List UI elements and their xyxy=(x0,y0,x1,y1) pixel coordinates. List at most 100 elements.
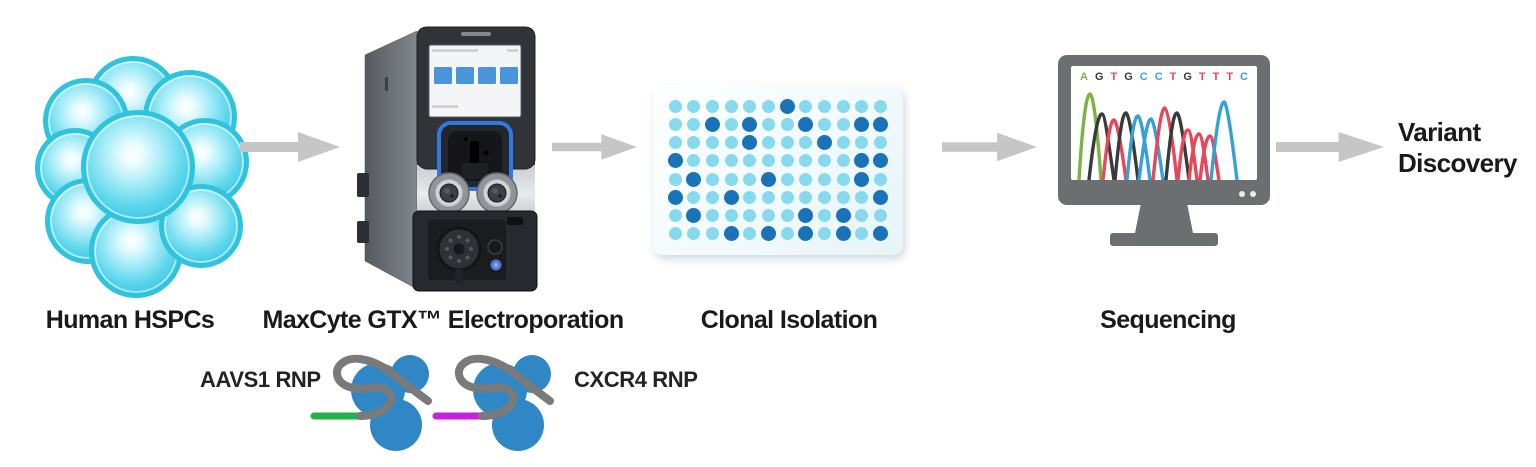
plate-well xyxy=(706,136,720,150)
step-label-hspcs: Human HSPCs xyxy=(45,306,215,334)
chromatogram-base-letter: T xyxy=(1226,71,1234,83)
device-side-vent xyxy=(385,77,388,91)
device-connector-right xyxy=(476,172,518,214)
device-cassette-holder xyxy=(462,163,488,179)
plate-well xyxy=(780,117,794,131)
plate-well xyxy=(687,190,701,204)
monitor-indicator-dots xyxy=(1239,191,1256,197)
plate-well xyxy=(873,189,889,205)
device-side-panel xyxy=(364,30,418,290)
plate-well xyxy=(799,190,813,204)
plate-well xyxy=(687,154,701,168)
plate-well xyxy=(836,154,850,168)
plate-well xyxy=(687,136,701,150)
hspc-cell-cluster-illustration xyxy=(35,56,249,298)
monitor-dot xyxy=(1239,191,1245,197)
device-side-tab xyxy=(357,173,369,197)
plate-well xyxy=(873,226,889,242)
plate-well xyxy=(836,136,850,150)
device-dial xyxy=(436,226,482,283)
plate-well xyxy=(761,226,777,242)
plate-well xyxy=(706,172,720,186)
plate-well xyxy=(762,136,776,150)
rnp-aavs1-illustration xyxy=(310,346,455,462)
plate-well xyxy=(835,226,851,242)
plate-well xyxy=(835,208,851,224)
plate-well xyxy=(836,117,850,131)
step-label-sequencing: Sequencing xyxy=(1100,306,1236,334)
plate-well xyxy=(743,99,757,113)
screen-button xyxy=(500,67,518,84)
rnp-label-cxcr4: CXCR4 RNP xyxy=(574,367,698,392)
monitor-dot xyxy=(1250,191,1256,197)
plate-well xyxy=(762,99,776,113)
flow-arrow-4 xyxy=(1276,132,1384,162)
plate-well xyxy=(780,172,794,186)
plate-well xyxy=(668,136,682,150)
plate-well xyxy=(686,171,702,187)
plate-well xyxy=(668,172,682,186)
well-plate xyxy=(653,85,903,255)
screen-button xyxy=(456,67,474,84)
screen-header-bar xyxy=(432,49,478,52)
plate-well xyxy=(724,99,738,113)
plate-well xyxy=(780,227,794,241)
plate-well xyxy=(836,99,850,113)
plate-well xyxy=(668,227,682,241)
plate-well xyxy=(799,99,813,113)
plate-well xyxy=(854,116,870,132)
screen-footer-bar xyxy=(432,105,458,108)
chromatogram-base-letter: G xyxy=(1124,71,1133,83)
plate-well xyxy=(743,154,757,168)
plate-well xyxy=(874,209,888,223)
rnp-cxcr4-illustration xyxy=(432,346,577,462)
screen-button xyxy=(434,67,452,84)
plate-well xyxy=(798,226,814,242)
plate-well xyxy=(724,172,738,186)
plate-well xyxy=(668,99,682,113)
plate-well xyxy=(818,99,832,113)
chromatogram-base-letter: A xyxy=(1080,71,1088,83)
plate-well xyxy=(855,136,869,150)
guide-rna xyxy=(332,354,432,420)
step-label-variant-discovery: Variant Discovery xyxy=(1398,117,1518,179)
plate-well xyxy=(855,227,869,241)
monitor-stand-neck xyxy=(1135,204,1193,233)
plate-well xyxy=(873,153,889,169)
plate-well xyxy=(706,209,720,223)
variant-line1: Variant xyxy=(1398,117,1481,147)
plate-well xyxy=(762,209,776,223)
plate-well xyxy=(780,154,794,168)
device-side-tab xyxy=(357,221,369,243)
monitor-stand-base xyxy=(1110,233,1218,246)
chromatogram-base-letter: C xyxy=(1240,71,1248,83)
plate-well xyxy=(687,117,701,131)
plate-well xyxy=(668,209,682,223)
plate-well xyxy=(799,136,813,150)
plate-well xyxy=(836,172,850,186)
plate-well xyxy=(874,136,888,150)
rnp-label-aavs1: AAVS1 RNP xyxy=(200,367,321,392)
plate-well xyxy=(854,153,870,169)
plate-well xyxy=(798,208,814,224)
plate-well xyxy=(668,117,682,131)
flow-arrow-2 xyxy=(552,134,637,160)
cell xyxy=(81,110,195,224)
plate-well xyxy=(742,135,758,151)
plate-well xyxy=(706,99,720,113)
plate-well xyxy=(818,117,832,131)
well-plate-grid xyxy=(666,97,890,243)
screen-button xyxy=(478,67,496,84)
chromatogram-base-letter: G xyxy=(1094,71,1104,83)
plate-well xyxy=(723,226,739,242)
plate-well xyxy=(743,227,757,241)
device-socket-slot xyxy=(470,141,479,167)
plate-well xyxy=(742,116,758,132)
plate-well xyxy=(855,99,869,113)
plate-well xyxy=(818,154,832,168)
plate-well xyxy=(855,209,869,223)
